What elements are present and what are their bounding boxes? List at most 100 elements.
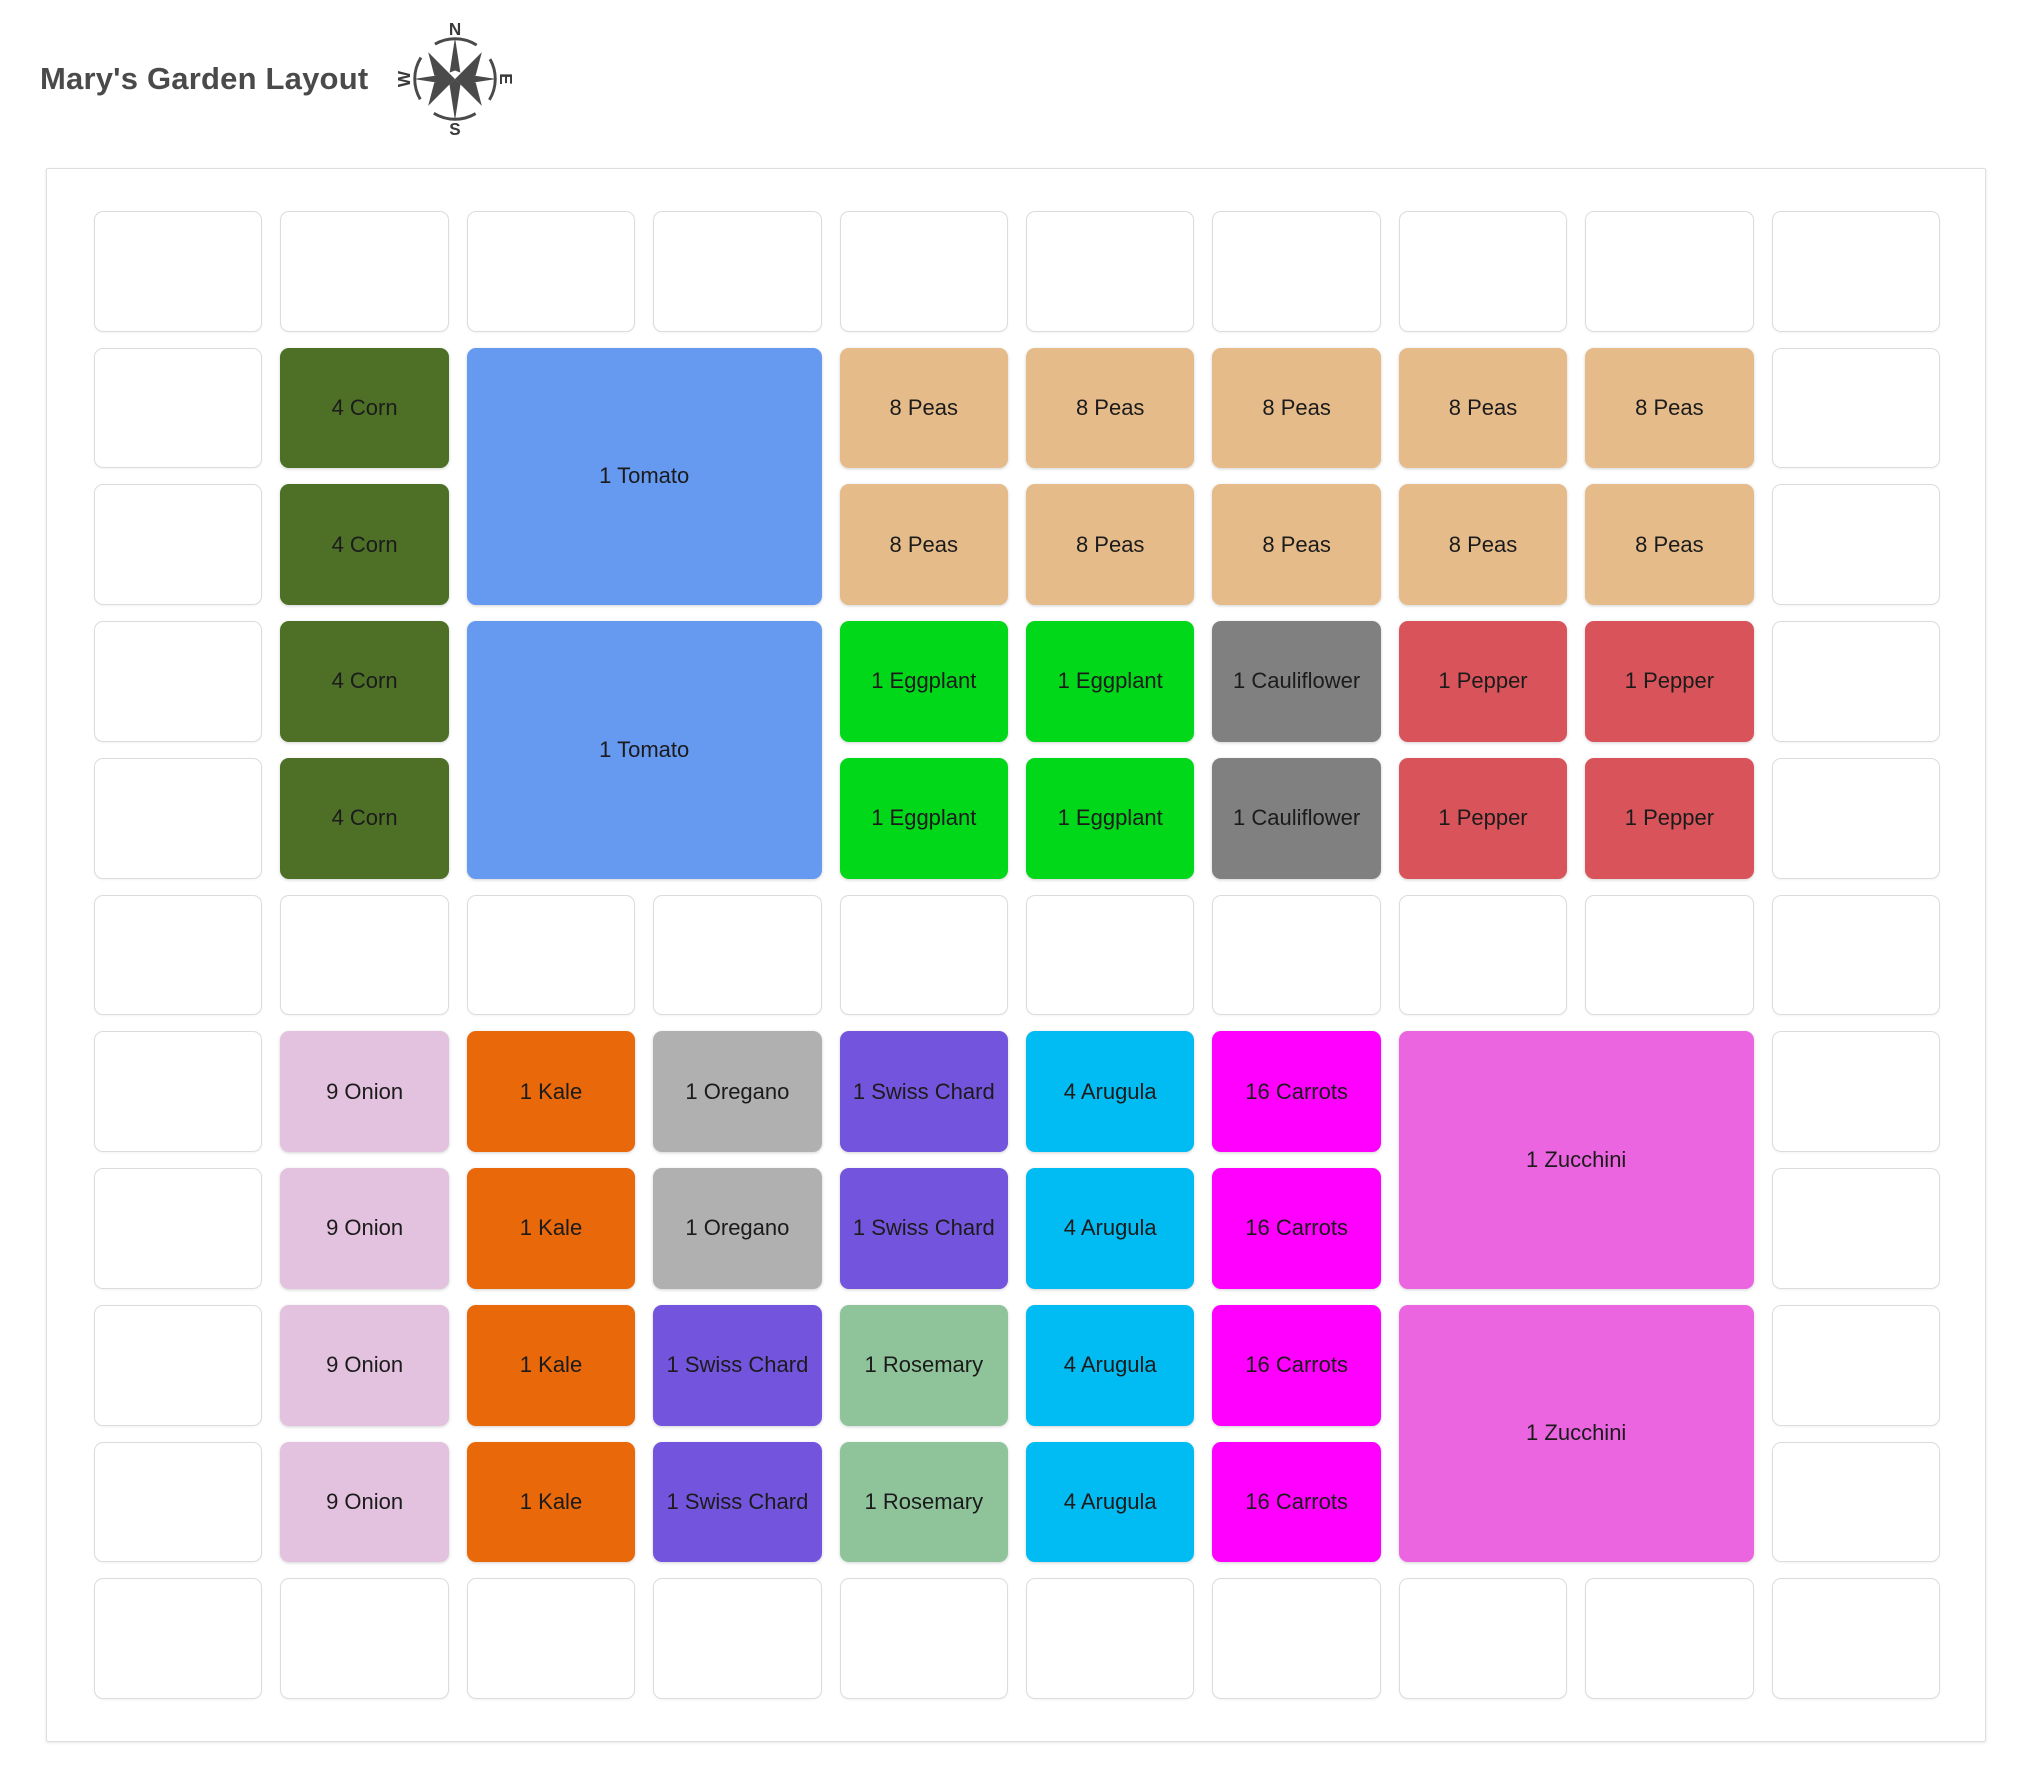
plot-swiss-chard[interactable]: 1 Swiss Chard <box>839 1031 1008 1153</box>
plot-rosemary[interactable]: 1 Rosemary <box>839 1304 1008 1426</box>
garden-cell-arugula[interactable]: 4 Arugula <box>1017 1297 1203 1434</box>
garden-cell-empty[interactable] <box>85 203 271 340</box>
garden-cell-swiss-chard[interactable]: 1 Swiss Chard <box>831 1023 1017 1160</box>
garden-cell-kale[interactable]: 1 Kale <box>458 1023 644 1160</box>
garden-cell-empty[interactable] <box>1390 203 1576 340</box>
empty-plot[interactable] <box>1771 211 1940 332</box>
empty-plot[interactable] <box>1771 1441 1940 1563</box>
garden-cell-empty[interactable] <box>1763 750 1949 887</box>
garden-cell-empty[interactable] <box>1763 476 1949 613</box>
garden-cell-pepper[interactable]: 1 Pepper <box>1390 750 1576 887</box>
plot-onion[interactable]: 9 Onion <box>280 1304 449 1426</box>
plot-oregano[interactable]: 1 Oregano <box>653 1031 822 1153</box>
plot-tomato[interactable]: 1 Tomato <box>466 621 822 879</box>
plot-peas[interactable]: 8 Peas <box>1025 347 1195 469</box>
garden-cell-pepper[interactable]: 1 Pepper <box>1576 750 1762 887</box>
plot-arugula[interactable]: 4 Arugula <box>1025 1441 1195 1563</box>
garden-cell-empty[interactable] <box>1390 887 1576 1024</box>
plot-peas[interactable]: 8 Peas <box>1212 484 1381 606</box>
garden-cell-empty[interactable] <box>271 1570 457 1707</box>
garden-cell-oregano[interactable]: 1 Oregano <box>644 1023 830 1160</box>
garden-cell-zucchini[interactable]: 1 Zucchini <box>1390 1023 1763 1296</box>
empty-plot[interactable] <box>1771 894 1940 1016</box>
empty-plot[interactable] <box>1585 1578 1754 1699</box>
plot-kale[interactable]: 1 Kale <box>466 1031 636 1153</box>
plot-peas[interactable]: 8 Peas <box>1025 484 1195 606</box>
garden-cell-empty[interactable] <box>1017 887 1203 1024</box>
empty-plot[interactable] <box>1771 1168 1940 1289</box>
plot-tomato[interactable]: 1 Tomato <box>466 347 822 606</box>
garden-cell-tomato[interactable]: 1 Tomato <box>458 613 831 886</box>
empty-plot[interactable] <box>1585 894 1754 1016</box>
empty-plot[interactable] <box>1025 894 1195 1016</box>
garden-cell-empty[interactable] <box>1763 613 1949 750</box>
empty-plot[interactable] <box>1212 1578 1381 1699</box>
empty-plot[interactable] <box>1025 211 1195 332</box>
plot-eggplant[interactable]: 1 Eggplant <box>1025 757 1195 879</box>
plot-arugula[interactable]: 4 Arugula <box>1025 1304 1195 1426</box>
garden-cell-empty[interactable] <box>85 476 271 613</box>
garden-cell-empty[interactable] <box>1017 203 1203 340</box>
empty-plot[interactable] <box>1585 211 1754 332</box>
garden-cell-pepper[interactable]: 1 Pepper <box>1390 613 1576 750</box>
garden-cell-peas[interactable]: 8 Peas <box>1203 340 1389 477</box>
garden-cell-peas[interactable]: 8 Peas <box>1390 476 1576 613</box>
garden-cell-empty[interactable] <box>644 1570 830 1707</box>
empty-plot[interactable] <box>94 757 263 879</box>
empty-plot[interactable] <box>466 1578 636 1699</box>
empty-plot[interactable] <box>94 347 263 469</box>
garden-cell-carrots[interactable]: 16 Carrots <box>1203 1023 1389 1160</box>
garden-cell-peas[interactable]: 8 Peas <box>1203 476 1389 613</box>
plot-onion[interactable]: 9 Onion <box>280 1031 449 1153</box>
empty-plot[interactable] <box>839 211 1008 332</box>
garden-cell-peas[interactable]: 8 Peas <box>1017 340 1203 477</box>
garden-cell-empty[interactable] <box>1576 203 1762 340</box>
garden-cell-empty[interactable] <box>85 613 271 750</box>
garden-cell-oregano[interactable]: 1 Oregano <box>644 1160 830 1297</box>
garden-cell-empty[interactable] <box>644 887 830 1024</box>
empty-plot[interactable] <box>466 894 636 1016</box>
garden-cell-carrots[interactable]: 16 Carrots <box>1203 1160 1389 1297</box>
garden-cell-eggplant[interactable]: 1 Eggplant <box>1017 613 1203 750</box>
garden-cell-empty[interactable] <box>85 750 271 887</box>
plot-corn[interactable]: 4 Corn <box>280 757 449 879</box>
plot-kale[interactable]: 1 Kale <box>466 1441 636 1563</box>
plot-corn[interactable]: 4 Corn <box>280 347 449 469</box>
garden-cell-peas[interactable]: 8 Peas <box>1576 340 1762 477</box>
garden-cell-empty[interactable] <box>1203 887 1389 1024</box>
garden-cell-carrots[interactable]: 16 Carrots <box>1203 1434 1389 1571</box>
empty-plot[interactable] <box>653 211 822 332</box>
plot-onion[interactable]: 9 Onion <box>280 1441 449 1563</box>
empty-plot[interactable] <box>1398 894 1568 1016</box>
empty-plot[interactable] <box>653 1578 822 1699</box>
garden-cell-empty[interactable] <box>458 887 644 1024</box>
empty-plot[interactable] <box>94 1441 263 1563</box>
empty-plot[interactable] <box>1771 484 1940 606</box>
garden-cell-arugula[interactable]: 4 Arugula <box>1017 1434 1203 1571</box>
garden-cell-onion[interactable]: 9 Onion <box>271 1023 457 1160</box>
plot-pepper[interactable]: 1 Pepper <box>1585 757 1754 879</box>
garden-cell-empty[interactable] <box>85 887 271 1024</box>
garden-cell-empty[interactable] <box>1390 1570 1576 1707</box>
garden-cell-carrots[interactable]: 16 Carrots <box>1203 1297 1389 1434</box>
plot-eggplant[interactable]: 1 Eggplant <box>839 621 1008 742</box>
garden-cell-empty[interactable] <box>644 203 830 340</box>
garden-cell-empty[interactable] <box>1203 203 1389 340</box>
empty-plot[interactable] <box>466 211 636 332</box>
garden-cell-peas[interactable]: 8 Peas <box>1390 340 1576 477</box>
garden-cell-pepper[interactable]: 1 Pepper <box>1576 613 1762 750</box>
empty-plot[interactable] <box>280 211 449 332</box>
plot-peas[interactable]: 8 Peas <box>839 347 1008 469</box>
garden-cell-empty[interactable] <box>271 203 457 340</box>
plot-carrots[interactable]: 16 Carrots <box>1212 1168 1381 1289</box>
garden-cell-empty[interactable] <box>1576 1570 1762 1707</box>
garden-cell-arugula[interactable]: 4 Arugula <box>1017 1160 1203 1297</box>
garden-cell-peas[interactable]: 8 Peas <box>831 476 1017 613</box>
plot-swiss-chard[interactable]: 1 Swiss Chard <box>653 1304 822 1426</box>
garden-cell-eggplant[interactable]: 1 Eggplant <box>831 750 1017 887</box>
empty-plot[interactable] <box>839 1578 1008 1699</box>
garden-cell-empty[interactable] <box>831 1570 1017 1707</box>
garden-cell-empty[interactable] <box>1763 203 1949 340</box>
plot-peas[interactable]: 8 Peas <box>1398 347 1568 469</box>
garden-cell-empty[interactable] <box>85 1023 271 1160</box>
